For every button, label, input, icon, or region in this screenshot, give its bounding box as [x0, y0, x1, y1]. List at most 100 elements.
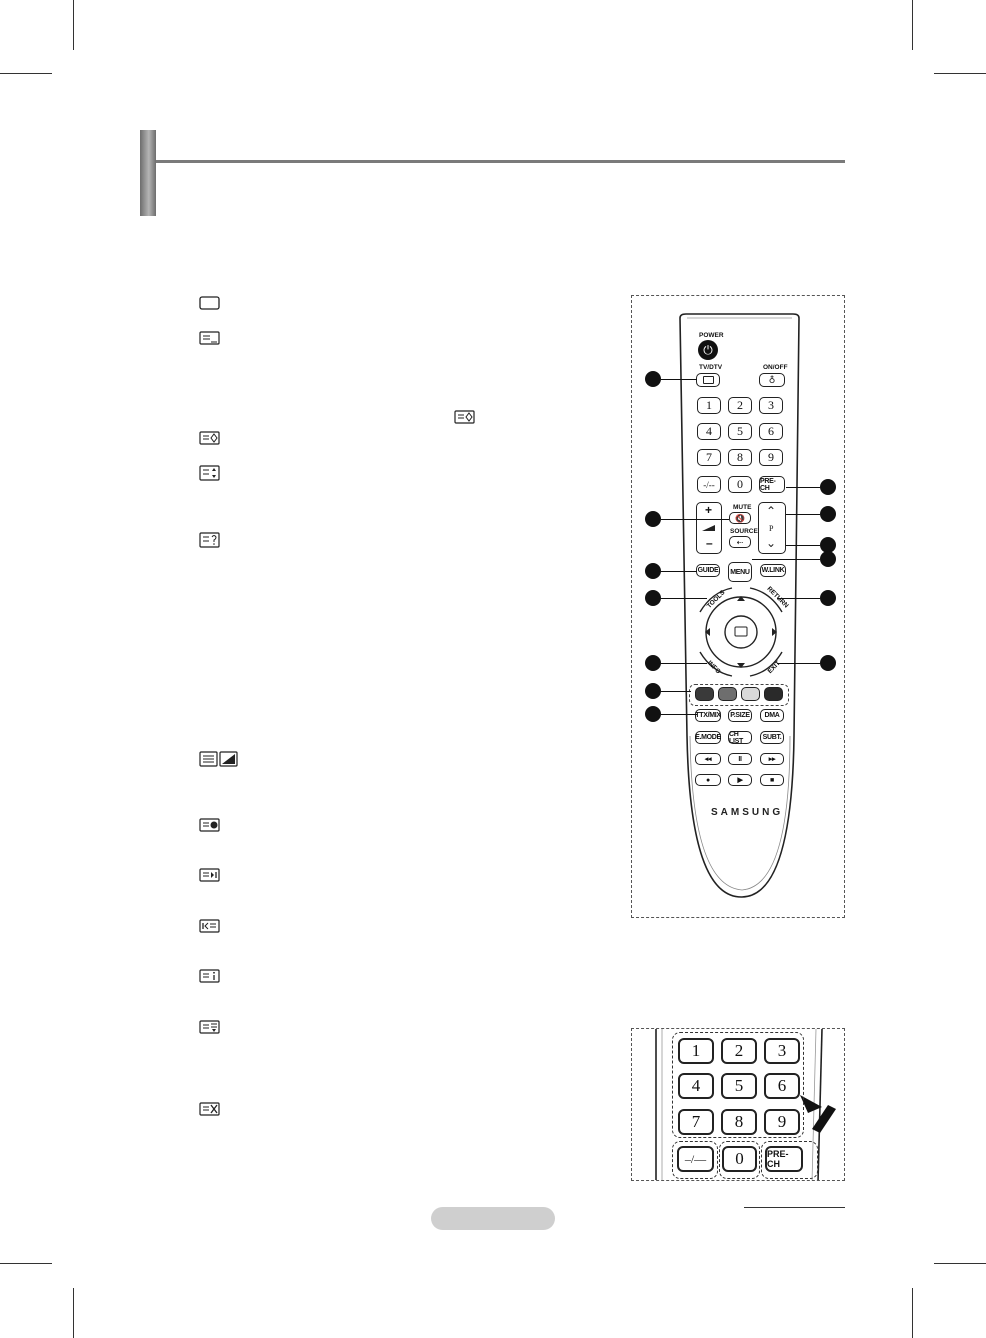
e-mode-button[interactable]: E.MODE — [695, 731, 721, 744]
stop-button[interactable]: ■ — [760, 774, 784, 786]
play-button[interactable]: ▶ — [728, 774, 752, 786]
power-icon: ⏻ — [703, 342, 713, 357]
digit-button[interactable]: 5 — [721, 1073, 757, 1099]
digit-button[interactable]: 6 — [759, 423, 783, 440]
prech-key-group — [761, 1141, 818, 1179]
channel-rocker[interactable] — [758, 502, 786, 554]
rewind-button[interactable]: ◂◂ — [695, 753, 721, 765]
callout-marker — [820, 537, 836, 553]
red-key[interactable] — [695, 687, 714, 701]
callout-line — [661, 571, 697, 572]
mute-button[interactable]: 🔇 — [729, 512, 751, 524]
digit-button[interactable]: 1 — [697, 397, 721, 414]
callout-marker — [820, 590, 836, 606]
page-down-icon — [199, 1020, 221, 1034]
volume-up-label: + — [705, 503, 713, 517]
callout-line — [786, 514, 820, 515]
digit-button[interactable]: 9 — [759, 449, 783, 466]
on-off-label: ON/OFF — [763, 364, 788, 371]
callout-marker — [820, 479, 836, 495]
digit-button[interactable]: 2 — [721, 1038, 757, 1064]
digit-button[interactable]: 7 — [678, 1109, 714, 1135]
page-up-icon — [199, 969, 221, 983]
pre-ch-button[interactable]: PRE-CH — [765, 1146, 803, 1172]
power-label: POWER — [699, 332, 724, 339]
callout-line — [661, 663, 707, 664]
callout-marker — [820, 551, 836, 567]
tv-icon — [702, 376, 714, 384]
w-link-button[interactable]: W.LINK — [760, 564, 786, 577]
digit-button[interactable]: 9 — [764, 1109, 800, 1135]
channel-down-icon: ⌄ — [766, 536, 777, 550]
dash-button[interactable]: -/-- — [697, 476, 721, 493]
zoom-remote-outline — [655, 1029, 836, 1180]
crop-mark — [73, 0, 74, 50]
green-key[interactable] — [718, 687, 737, 701]
callout-line — [786, 487, 820, 488]
callout-marker — [645, 590, 661, 606]
digit-button[interactable]: 6 — [764, 1073, 800, 1099]
digit-button[interactable]: 3 — [759, 397, 783, 414]
remote-illustration-panel: POWER ⏻ TV/DTV ON/OFF ♁ 1 2 3 4 5 6 7 8 … — [631, 295, 845, 918]
callout-marker — [645, 683, 661, 699]
callout-marker — [645, 655, 661, 671]
crop-mark — [0, 1263, 52, 1264]
digit-button[interactable]: 3 — [764, 1038, 800, 1064]
guide-button[interactable]: GUIDE — [696, 564, 720, 577]
navigation-pad[interactable] — [692, 586, 790, 678]
tv-dtv-button[interactable] — [696, 373, 720, 387]
callout-marker — [645, 511, 661, 527]
digit-button[interactable]: 0 — [722, 1146, 757, 1172]
channel-up-icon: ⌃ — [766, 504, 777, 518]
digit-button[interactable]: 8 — [728, 449, 752, 466]
digit-button[interactable]: 0 — [728, 476, 752, 493]
pause-button[interactable]: II — [728, 753, 752, 765]
callout-line — [661, 598, 707, 599]
callout-line — [752, 559, 820, 560]
tv-dtv-label: TV/DTV — [699, 364, 723, 371]
subt-button[interactable]: SUBT. — [760, 731, 784, 744]
dma-button[interactable]: DMA — [760, 709, 784, 722]
volume-rocker[interactable] — [696, 502, 722, 554]
digit-button[interactable]: 5 — [728, 423, 752, 440]
callout-line — [777, 663, 820, 664]
section-header-rule — [156, 160, 845, 163]
menu-button[interactable]: MENU — [728, 562, 752, 582]
digit-button[interactable]: 1 — [678, 1038, 714, 1064]
fast-forward-button[interactable]: ▸▸ — [760, 753, 784, 765]
callout-marker — [645, 706, 661, 722]
dash-button[interactable]: –/–– — [677, 1146, 714, 1172]
hold-icon — [199, 532, 221, 548]
pre-ch-button[interactable]: PRE-CH — [759, 476, 785, 493]
digit-button[interactable]: 2 — [728, 397, 752, 414]
source-icon: ⇠ — [736, 537, 744, 547]
channel-p-label: P — [769, 524, 774, 533]
record-button[interactable]: ● — [695, 774, 721, 786]
callout-line — [661, 691, 691, 692]
section-header-bar — [140, 130, 156, 216]
digit-button[interactable]: 7 — [697, 449, 721, 466]
callout-line — [777, 598, 820, 599]
callout-marker — [645, 371, 661, 387]
crop-mark — [934, 1263, 986, 1264]
continued-rule — [744, 1207, 845, 1208]
crop-mark — [912, 0, 913, 50]
index-icon — [199, 868, 221, 882]
color-key-group — [689, 684, 789, 706]
cancel-icon — [199, 1102, 221, 1116]
power-button[interactable]: ⏻ — [698, 340, 718, 360]
digit-button[interactable]: 4 — [697, 423, 721, 440]
crop-mark — [0, 73, 52, 74]
store-icon — [199, 818, 221, 832]
digit-button[interactable]: 8 — [721, 1109, 757, 1135]
p-size-button[interactable]: P.SIZE — [728, 709, 752, 722]
callout-line — [786, 545, 820, 546]
dash-key-group — [672, 1141, 718, 1179]
on-off-button[interactable]: ♁ — [759, 373, 785, 387]
digit-button[interactable]: 4 — [678, 1073, 714, 1099]
blue-key[interactable] — [764, 687, 783, 701]
ch-list-button[interactable]: CH LIST — [728, 731, 752, 745]
ttx-mix-button[interactable]: TTX/MIX — [695, 709, 721, 722]
yellow-key[interactable] — [741, 687, 760, 701]
source-button[interactable]: ⇠ — [729, 536, 751, 548]
